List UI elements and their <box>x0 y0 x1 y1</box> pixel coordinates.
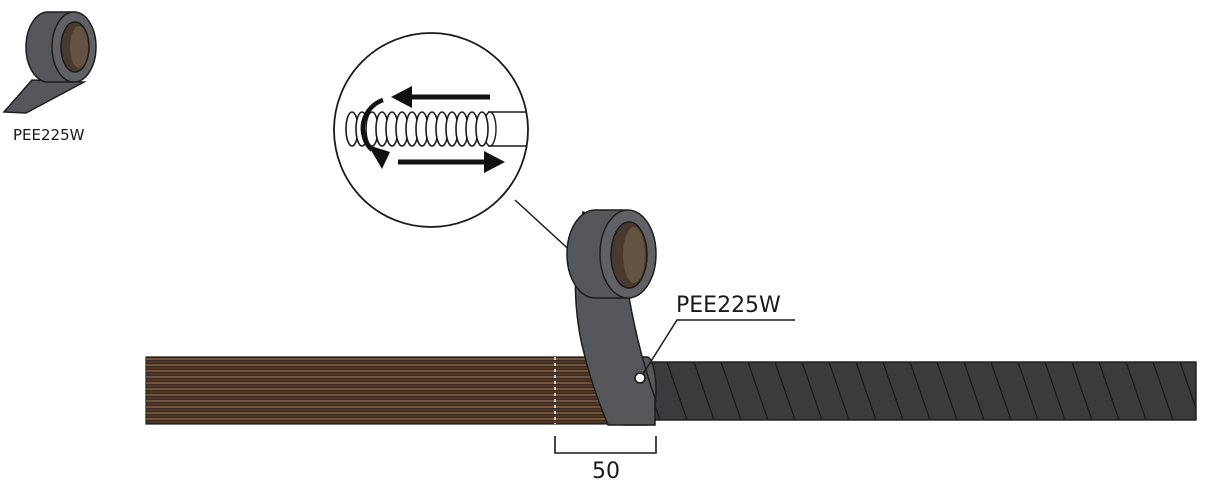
roll-icon-label: PEE225W <box>13 126 85 144</box>
detail-leader-line <box>514 199 576 256</box>
tape-roll-tail <box>2 79 87 114</box>
arrow-left-icon <box>391 86 490 108</box>
overlap-dimension-bracket <box>554 436 657 454</box>
cable-strands <box>146 358 632 423</box>
wrapped-cable-section <box>649 361 1197 421</box>
detail-tape-coils <box>345 111 489 147</box>
overlap-dimension-label: 50 <box>592 459 620 484</box>
wrap-direction-detail-icon <box>333 32 529 228</box>
bare-cable-section <box>145 356 633 425</box>
tape-callout-label: PEE225W <box>676 293 781 318</box>
callout-leader-line <box>642 319 795 375</box>
curved-arrow-icon <box>360 97 390 169</box>
tape-wraps <box>650 362 1196 420</box>
tape-application <box>566 209 657 426</box>
callout-point <box>634 372 646 384</box>
arrow-right-icon <box>398 151 505 173</box>
tape-roll-icon <box>2 11 97 114</box>
